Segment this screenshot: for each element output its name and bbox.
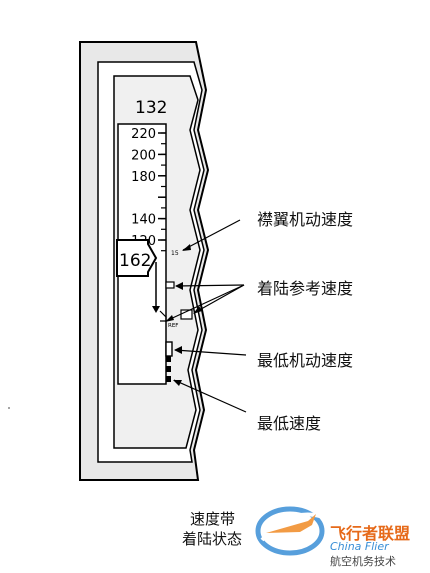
current-speed-box [116,239,158,277]
margin-dot [8,407,10,409]
arrow-ref-2 [193,306,202,314]
ref-bug-marker [159,310,167,322]
speed-scale: 220200180140120 [131,127,166,252]
arrow-ref-3 [165,315,174,322]
watermark-brand: 飞行者联盟 [330,524,411,543]
min-speed-bar-3 [166,376,171,382]
leader-ref-3 [165,284,245,322]
arrow-min-maneuver [174,346,182,354]
scale-tick-label: 200 [131,148,156,163]
flap-speed-mark: 15 [171,250,179,257]
leader-min-maneuver [174,349,247,356]
watermark-logo [255,506,327,556]
label-min-maneuver-speed: 最低机动速度 [257,351,354,370]
scale-tick-label: 220 [131,127,156,142]
min-speed-bar-1 [166,356,171,362]
ref-mark-text: REF [168,323,178,329]
arrow-flap-maneuver [182,244,191,251]
label-flap-maneuver-speed: 襟翼机动速度 [257,210,354,229]
scale-tick-label: 140 [131,213,156,228]
ref-bug-upper [165,281,175,289]
watermark-sub: 航空机务技术 [330,555,396,568]
caption-line2: 着陆状态 [182,530,243,548]
label-landing-ref-speed: 着陆参考速度 [257,279,354,298]
label-min-speed: 最低速度 [257,414,322,433]
leader-min-speed [173,379,247,413]
watermark-brand-en: China Flier [330,540,389,553]
current-speed-readout: 162 [119,251,151,271]
min-maneuver-speed-bar [165,341,173,357]
arrow-min-speed [173,380,182,386]
leader-ref-1 [175,284,245,287]
selected-speed-readout: 132 [135,98,167,118]
scale-tick-label: 180 [131,170,156,185]
leader-ref-2 [193,284,245,314]
leader-flap-maneuver [182,219,241,251]
speed-trend-arrowhead [152,306,160,313]
caption-line1: 速度带 [190,510,236,528]
min-speed-bar-2 [166,366,171,372]
arrow-ref-1 [175,282,183,290]
